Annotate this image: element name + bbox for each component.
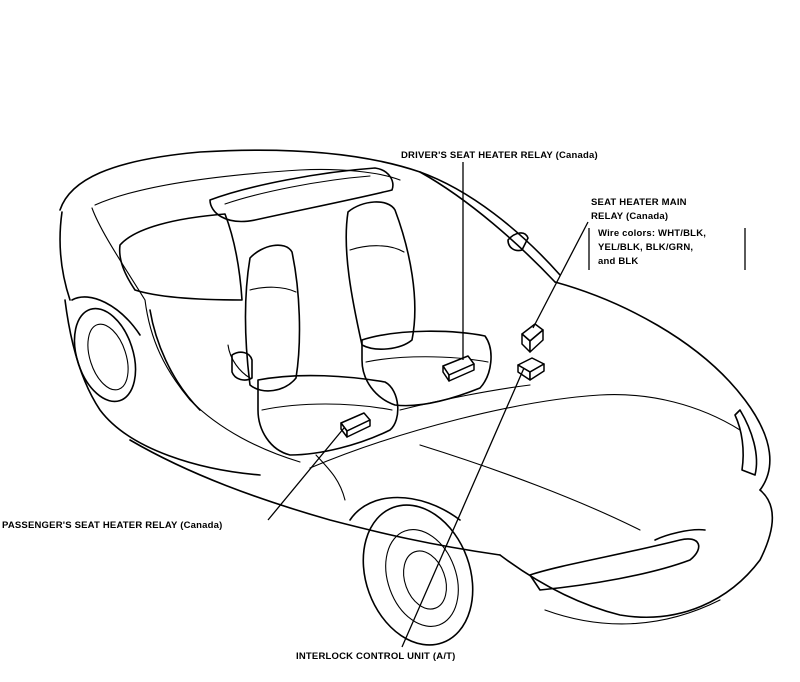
leader-lines — [267, 162, 746, 648]
wire-colors-line2: YEL/BLK, BLK/GRN, — [598, 242, 693, 253]
interlock-leader — [401, 367, 525, 648]
passengers-relay-leader — [267, 427, 345, 521]
passengers-relay-label: PASSENGER'S SEAT HEATER RELAY (Canada) — [2, 520, 222, 531]
main-relay-label-line1: SEAT HEATER MAIN — [591, 197, 687, 208]
drivers-seat-heater-relay — [442, 355, 475, 382]
main-relay-label-line2: RELAY (Canada) — [591, 211, 668, 222]
callout-labels: DRIVER'S SEAT HEATER RELAY (Canada) SEAT… — [2, 150, 706, 662]
interlock-unit-label: INTERLOCK CONTROL UNIT (A/T) — [296, 651, 456, 662]
passengers-seat-heater-relay — [340, 412, 371, 438]
interlock-control-unit — [517, 357, 545, 381]
main-relay-leader — [532, 221, 589, 329]
drivers-relay-label: DRIVER'S SEAT HEATER RELAY (Canada) — [401, 150, 598, 161]
car-illustration — [59, 149, 774, 646]
wire-colors-line1: Wire colors: WHT/BLK, — [598, 228, 706, 239]
seat-heater-main-relay — [521, 323, 544, 353]
wire-colors-line3: and BLK — [598, 256, 638, 267]
